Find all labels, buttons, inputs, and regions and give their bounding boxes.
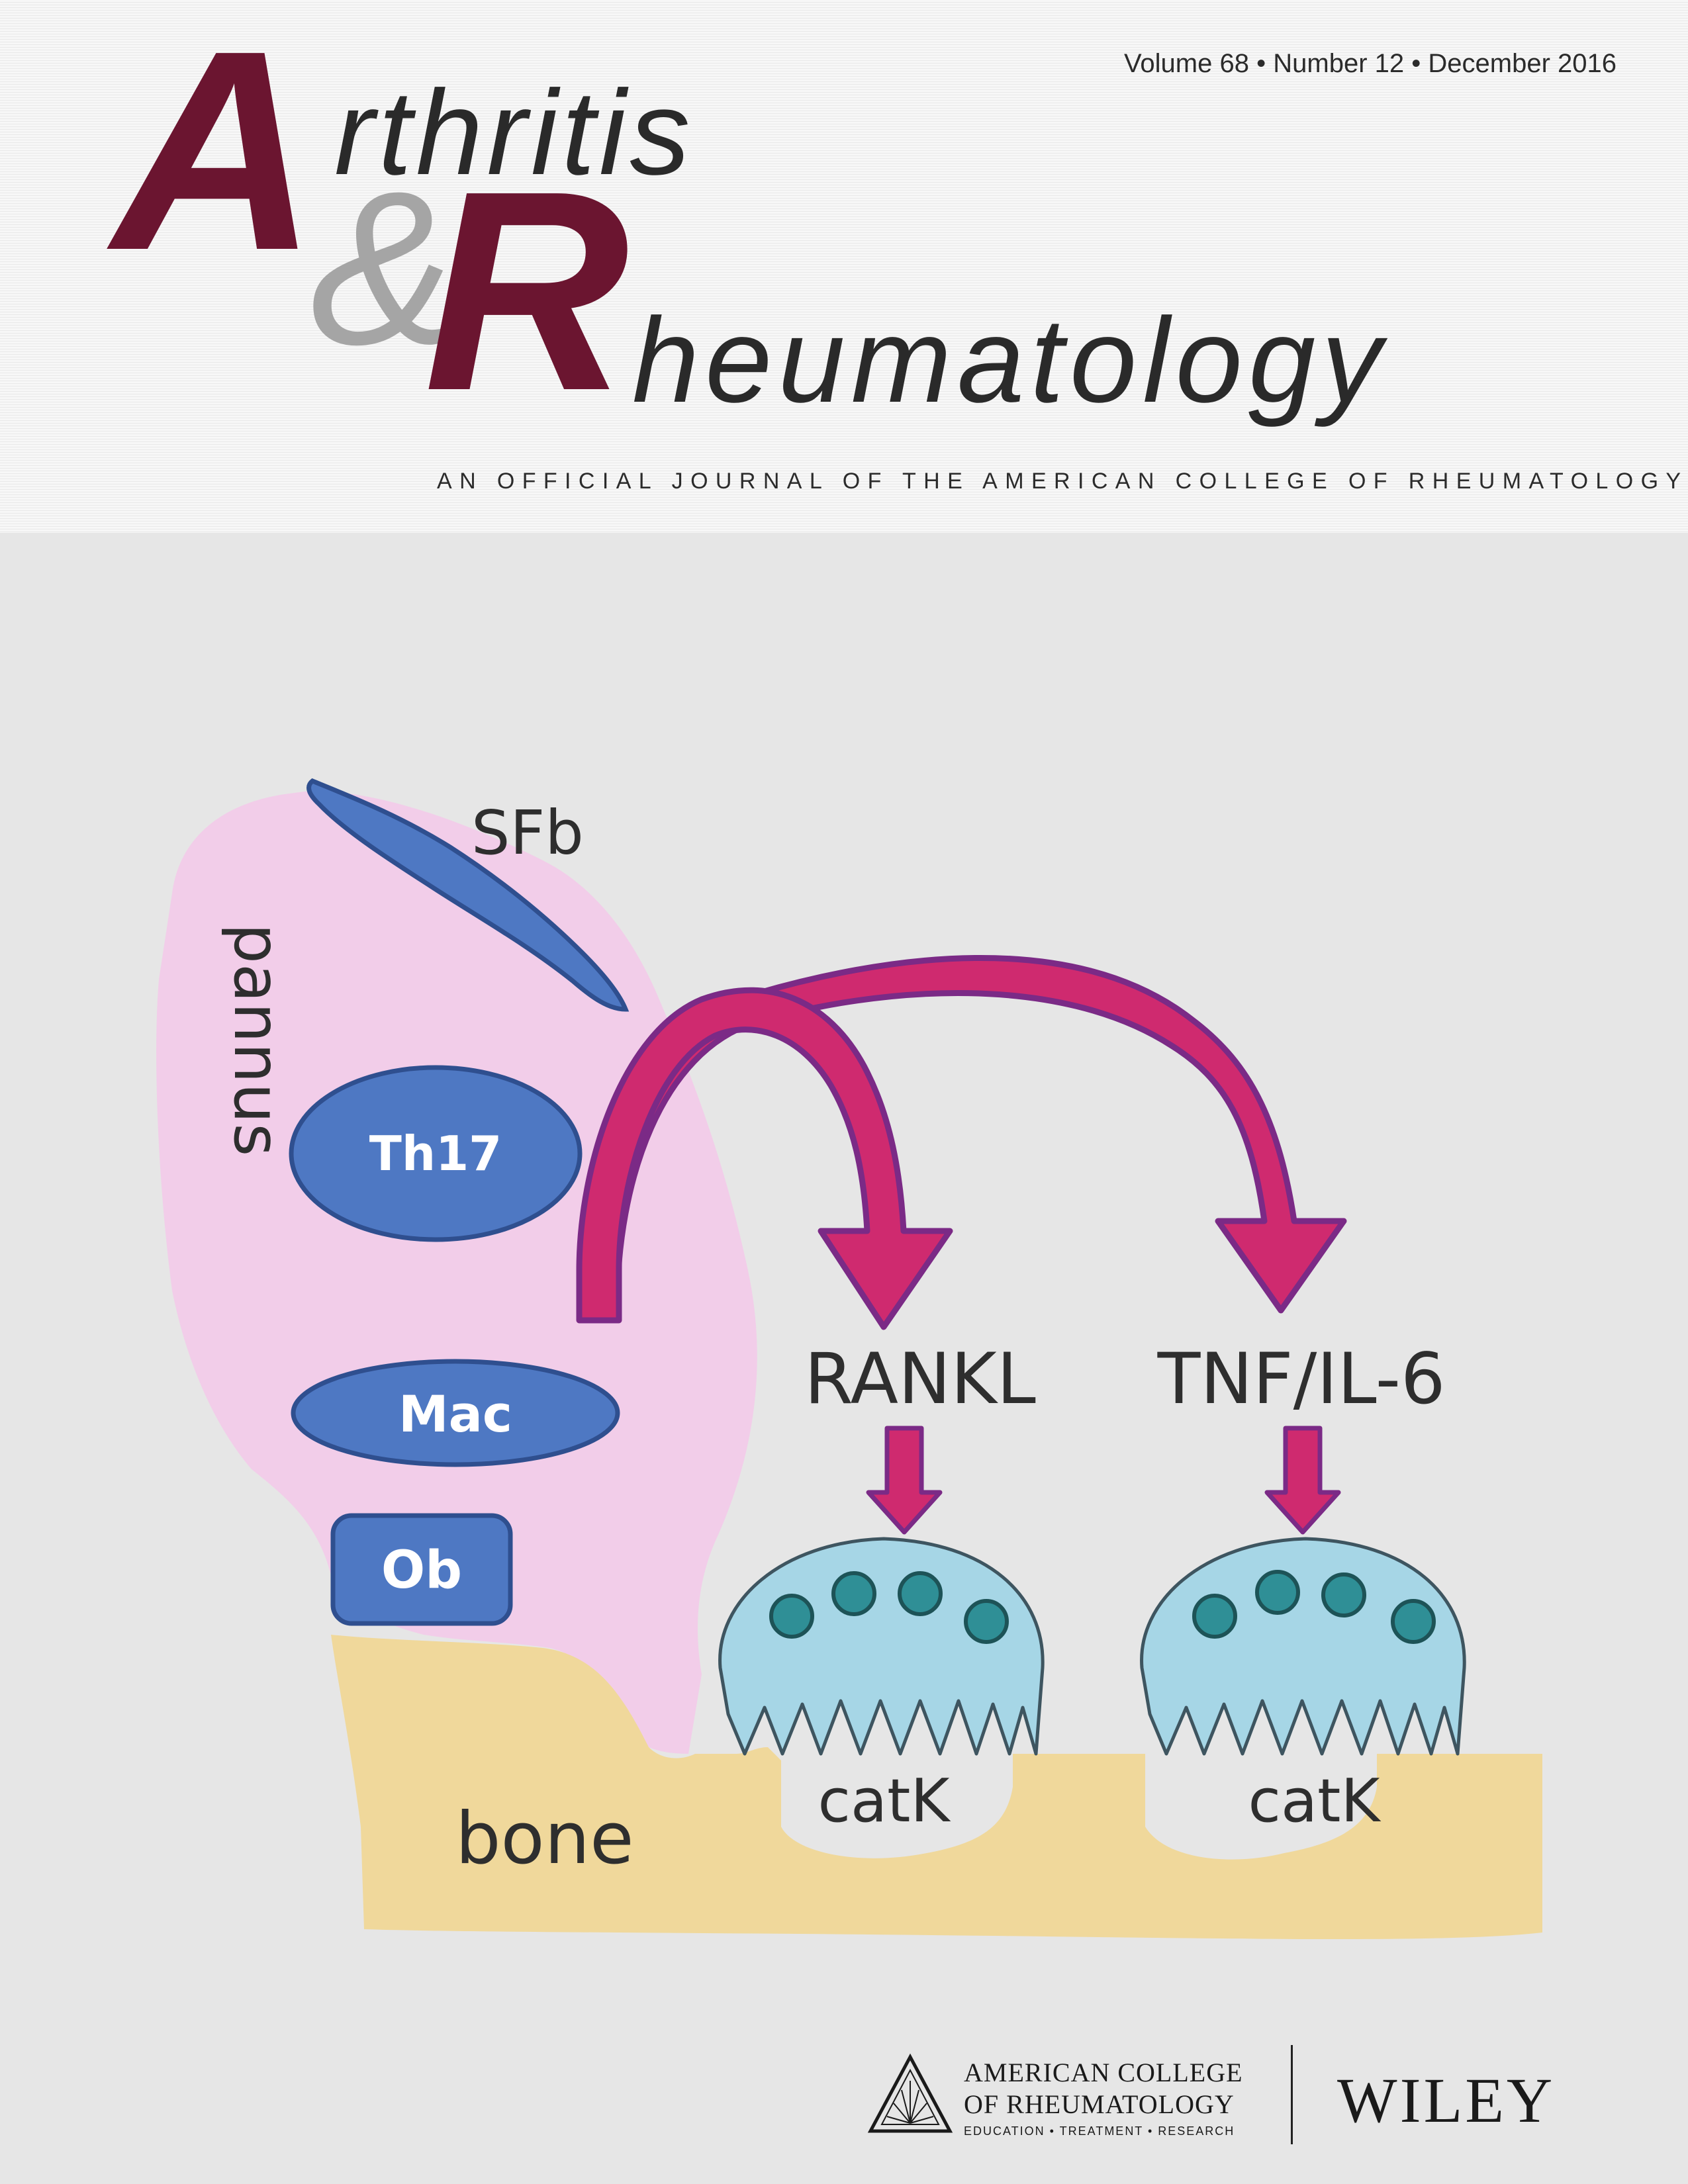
publisher-logo: WILEY: [1337, 2065, 1556, 2136]
acr-motto: EDUCATION • TREATMENT • RESEARCH: [964, 2124, 1235, 2138]
issue-line: Volume 68 • Number 12 • December 2016: [1124, 49, 1617, 79]
sfb-label: SFb: [471, 797, 584, 868]
nucleus: [831, 1571, 876, 1616]
acr-name-line2: OF RHEUMATOLOGY: [964, 2089, 1235, 2119]
th17-label: Th17: [369, 1126, 502, 1181]
arrow-rankl-to-osteoclast: [866, 1426, 943, 1535]
footer-divider: [1291, 2045, 1293, 2144]
osteoclast-left: [718, 1537, 1045, 1756]
logo-word-rthritis: rthritis: [334, 65, 694, 200]
bone-shape: [331, 1635, 1542, 1939]
logo-word-heumatology: heumatology: [632, 293, 1388, 428]
ob-cell: [330, 1513, 513, 1626]
bone-label: bone: [455, 1797, 634, 1880]
catk-right-label: catK: [1248, 1766, 1382, 1836]
th17-cell: [289, 1065, 583, 1242]
tnf-il6-label: TNF/IL-6: [1157, 1338, 1446, 1420]
ob-label: Ob: [381, 1541, 462, 1600]
bone-erosion-diagram: SFb pannus Th17 Mac Ob RANKL TNF/IL-6: [156, 778, 1542, 1939]
volume: Volume 68: [1123, 49, 1249, 78]
arrow-to-rankl: [576, 987, 953, 1330]
logo-letter-r: R: [424, 132, 630, 450]
arrow-tnf-to-osteoclast: [1264, 1426, 1341, 1535]
acr-name-line1: AMERICAN COLLEGE: [964, 2058, 1243, 2087]
nucleus: [769, 1594, 814, 1639]
pannus-label: pannus: [220, 923, 294, 1156]
acr-logo: AMERICAN COLLEGE OF RHEUMATOLOGY EDUCATI…: [867, 2050, 1264, 2143]
osteoclast-right-body: [1140, 1537, 1466, 1756]
catk-left-label: catK: [818, 1766, 951, 1836]
issue-separator-1: •: [1256, 49, 1266, 78]
cover-illustration: SFb pannus Th17 Mac Ob RANKL TNF/IL-6: [0, 533, 1688, 2184]
nucleus: [1192, 1594, 1237, 1639]
pannus-shape: [156, 791, 757, 1754]
osteoclast-left-body: [718, 1537, 1045, 1756]
mac-cell: [291, 1359, 620, 1467]
issue-separator-2: •: [1411, 49, 1421, 78]
journal-tagline: AN OFFICIAL JOURNAL OF THE AMERICAN COLL…: [437, 469, 1688, 494]
osteoclast-right: [1140, 1537, 1466, 1756]
nucleus: [1321, 1572, 1366, 1617]
masthead: Volume 68 • Number 12 • December 2016 & …: [0, 0, 1688, 533]
sfb-cell: [306, 778, 630, 1012]
logo-ampersand: &: [310, 146, 456, 390]
nucleus: [964, 1599, 1009, 1644]
rankl-label: RANKL: [804, 1338, 1036, 1420]
nucleus: [1255, 1570, 1300, 1615]
nucleus: [898, 1571, 943, 1616]
logo-letter-a: A: [113, 0, 318, 310]
nucleus: [1391, 1599, 1436, 1644]
issue-number: Number 12: [1273, 49, 1405, 78]
acr-triangle-logo-icon: [867, 2053, 953, 2133]
mac-label: Mac: [399, 1385, 512, 1443]
issue-date: December 2016: [1428, 49, 1617, 78]
